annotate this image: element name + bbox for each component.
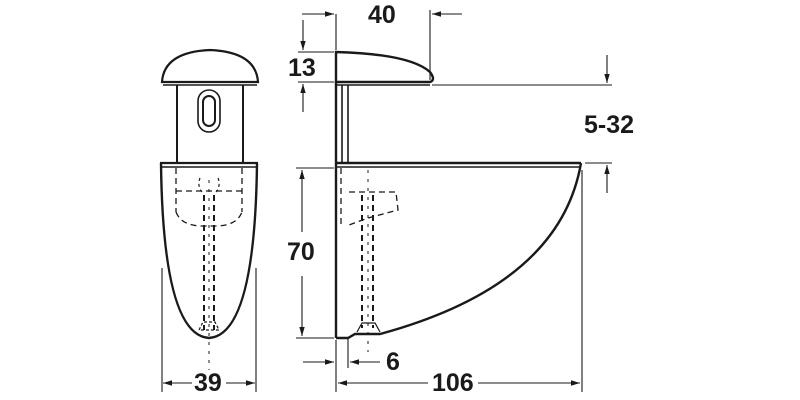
dim-label-70: 70 <box>285 238 317 266</box>
dim-label-106: 106 <box>430 369 476 397</box>
front-body <box>159 162 259 340</box>
adjust-slot <box>197 89 221 133</box>
dim-label-6: 6 <box>384 348 402 376</box>
side-body <box>336 162 583 340</box>
dim-label-39: 39 <box>192 369 224 397</box>
dim-lines-side <box>296 10 612 392</box>
dim-label-5-32: 5-32 <box>582 111 637 139</box>
dim-label-13: 13 <box>286 54 318 82</box>
top-plate <box>334 50 435 84</box>
dim-label-40: 40 <box>366 1 398 29</box>
dim-width-39 <box>161 268 257 392</box>
side-view-bracket <box>334 50 583 352</box>
front-view-bracket <box>159 48 260 370</box>
front-cap <box>160 48 260 84</box>
